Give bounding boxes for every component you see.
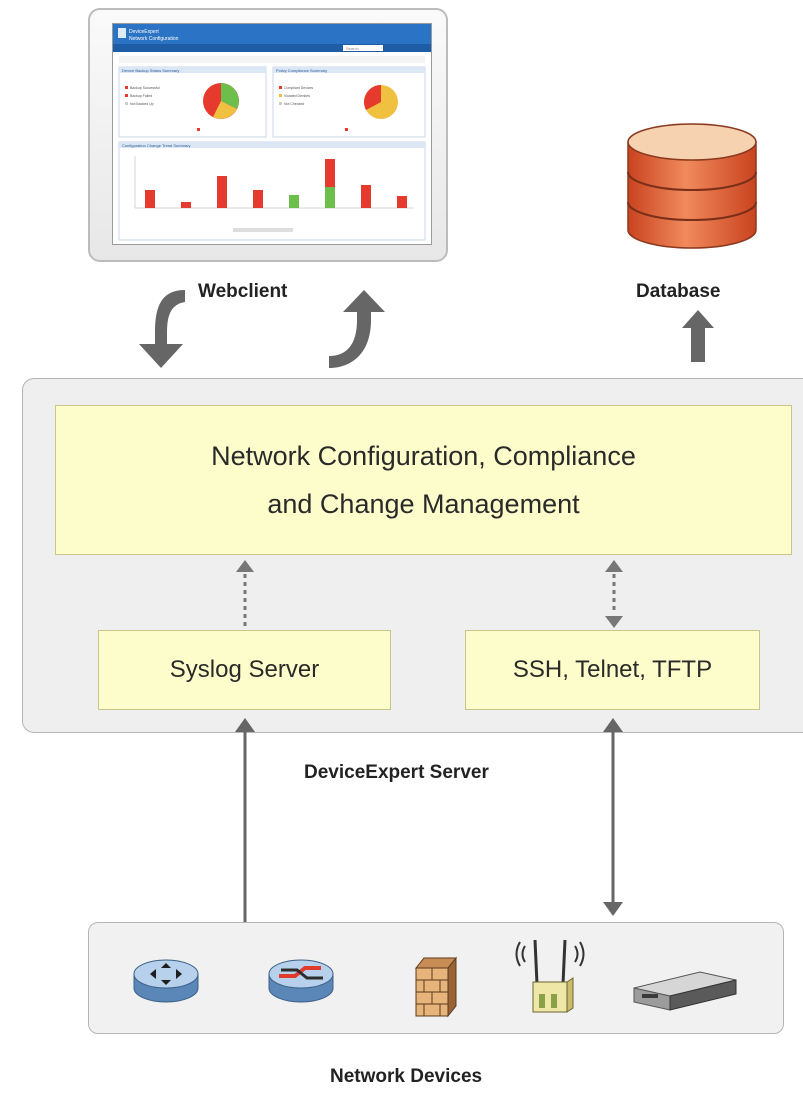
webclient-label: Webclient xyxy=(198,281,288,302)
search-placeholder: Search xyxy=(346,46,359,51)
app-title-line1: DeviceExpert xyxy=(129,29,159,35)
svg-text:Violated Devices: Violated Devices xyxy=(284,94,310,98)
webclient-dashboard-mockup: DeviceExpert Network Configuration Searc… xyxy=(113,24,431,241)
app-logo-icon xyxy=(118,28,126,38)
svg-text:Compliant Devices: Compliant Devices xyxy=(284,86,313,90)
webclient-screenshot: DeviceExpert Network Configuration Searc… xyxy=(112,23,432,245)
app-nav-bar xyxy=(113,44,431,52)
down-arrow-to-server xyxy=(139,290,185,368)
syslog-server-box: Syslog Server xyxy=(98,630,391,710)
ncm-title-line2: and Change Management xyxy=(267,489,580,519)
deviceexpert-server-label: DeviceExpert Server xyxy=(304,762,489,783)
trend-bars xyxy=(145,159,407,208)
panel2-title: Policy Compliance Summary xyxy=(276,68,327,73)
trend-bar xyxy=(253,190,263,208)
protocols-box: SSH, Telnet, TFTP xyxy=(465,630,760,710)
server-appliance-icon xyxy=(633,971,737,1011)
trend-bar xyxy=(325,159,335,187)
app-title-line2: Network Configuration xyxy=(129,36,179,42)
svg-text:Not Checked: Not Checked xyxy=(284,102,304,106)
panel1-title: Device Backup Status Summary xyxy=(122,68,179,73)
protocols-devices-bidirectional-arrow xyxy=(603,718,623,916)
change-trend-panel xyxy=(118,141,426,241)
router-icon xyxy=(133,959,199,1003)
panel-header xyxy=(119,142,425,148)
trend-bar xyxy=(145,190,155,208)
svg-text:Not Backed Up: Not Backed Up xyxy=(130,102,154,106)
trend-bar xyxy=(397,196,407,208)
dashboard-toolbar xyxy=(119,56,425,63)
network-devices-label: Network Devices xyxy=(330,1066,483,1087)
panel-header xyxy=(273,67,425,73)
compliance-summary-panel xyxy=(272,66,426,138)
pie-slice-violated xyxy=(364,85,381,110)
up-arrow-to-database xyxy=(682,310,714,362)
app-header-bar xyxy=(113,24,431,44)
pie-slice-success xyxy=(221,83,239,109)
firewall-icon xyxy=(414,956,458,1018)
chart-legend xyxy=(233,228,293,232)
webclient-arrows xyxy=(139,290,385,368)
wireless-access-point-icon xyxy=(515,939,585,1013)
devices-to-syslog-arrow xyxy=(235,718,255,922)
protocols-ncm-dotted-arrow xyxy=(605,560,623,628)
svg-text:Backup Failed: Backup Failed xyxy=(130,94,152,98)
database-label: Database xyxy=(636,281,721,302)
trend-bar xyxy=(361,185,371,208)
switch-icon xyxy=(268,959,334,1003)
syslog-to-ncm-dotted-arrow xyxy=(236,560,254,628)
trend-bar xyxy=(289,195,299,208)
pie-slice-notbacked xyxy=(213,101,237,119)
panel3-title: Configuration Change Trend Summary xyxy=(122,143,190,148)
trend-bar xyxy=(325,187,335,208)
trend-bar xyxy=(217,176,227,208)
panel-header xyxy=(119,67,266,73)
ncm-module-box: Network Configuration, Compliance and Ch… xyxy=(55,405,792,555)
ncm-title-line1: Network Configuration, Compliance xyxy=(211,441,636,471)
svg-text:Backup Successful: Backup Successful xyxy=(130,86,160,90)
trend-bar xyxy=(181,202,191,208)
up-arrow-to-webclient xyxy=(329,290,385,368)
database-icon xyxy=(627,123,757,249)
search-input xyxy=(343,45,383,51)
